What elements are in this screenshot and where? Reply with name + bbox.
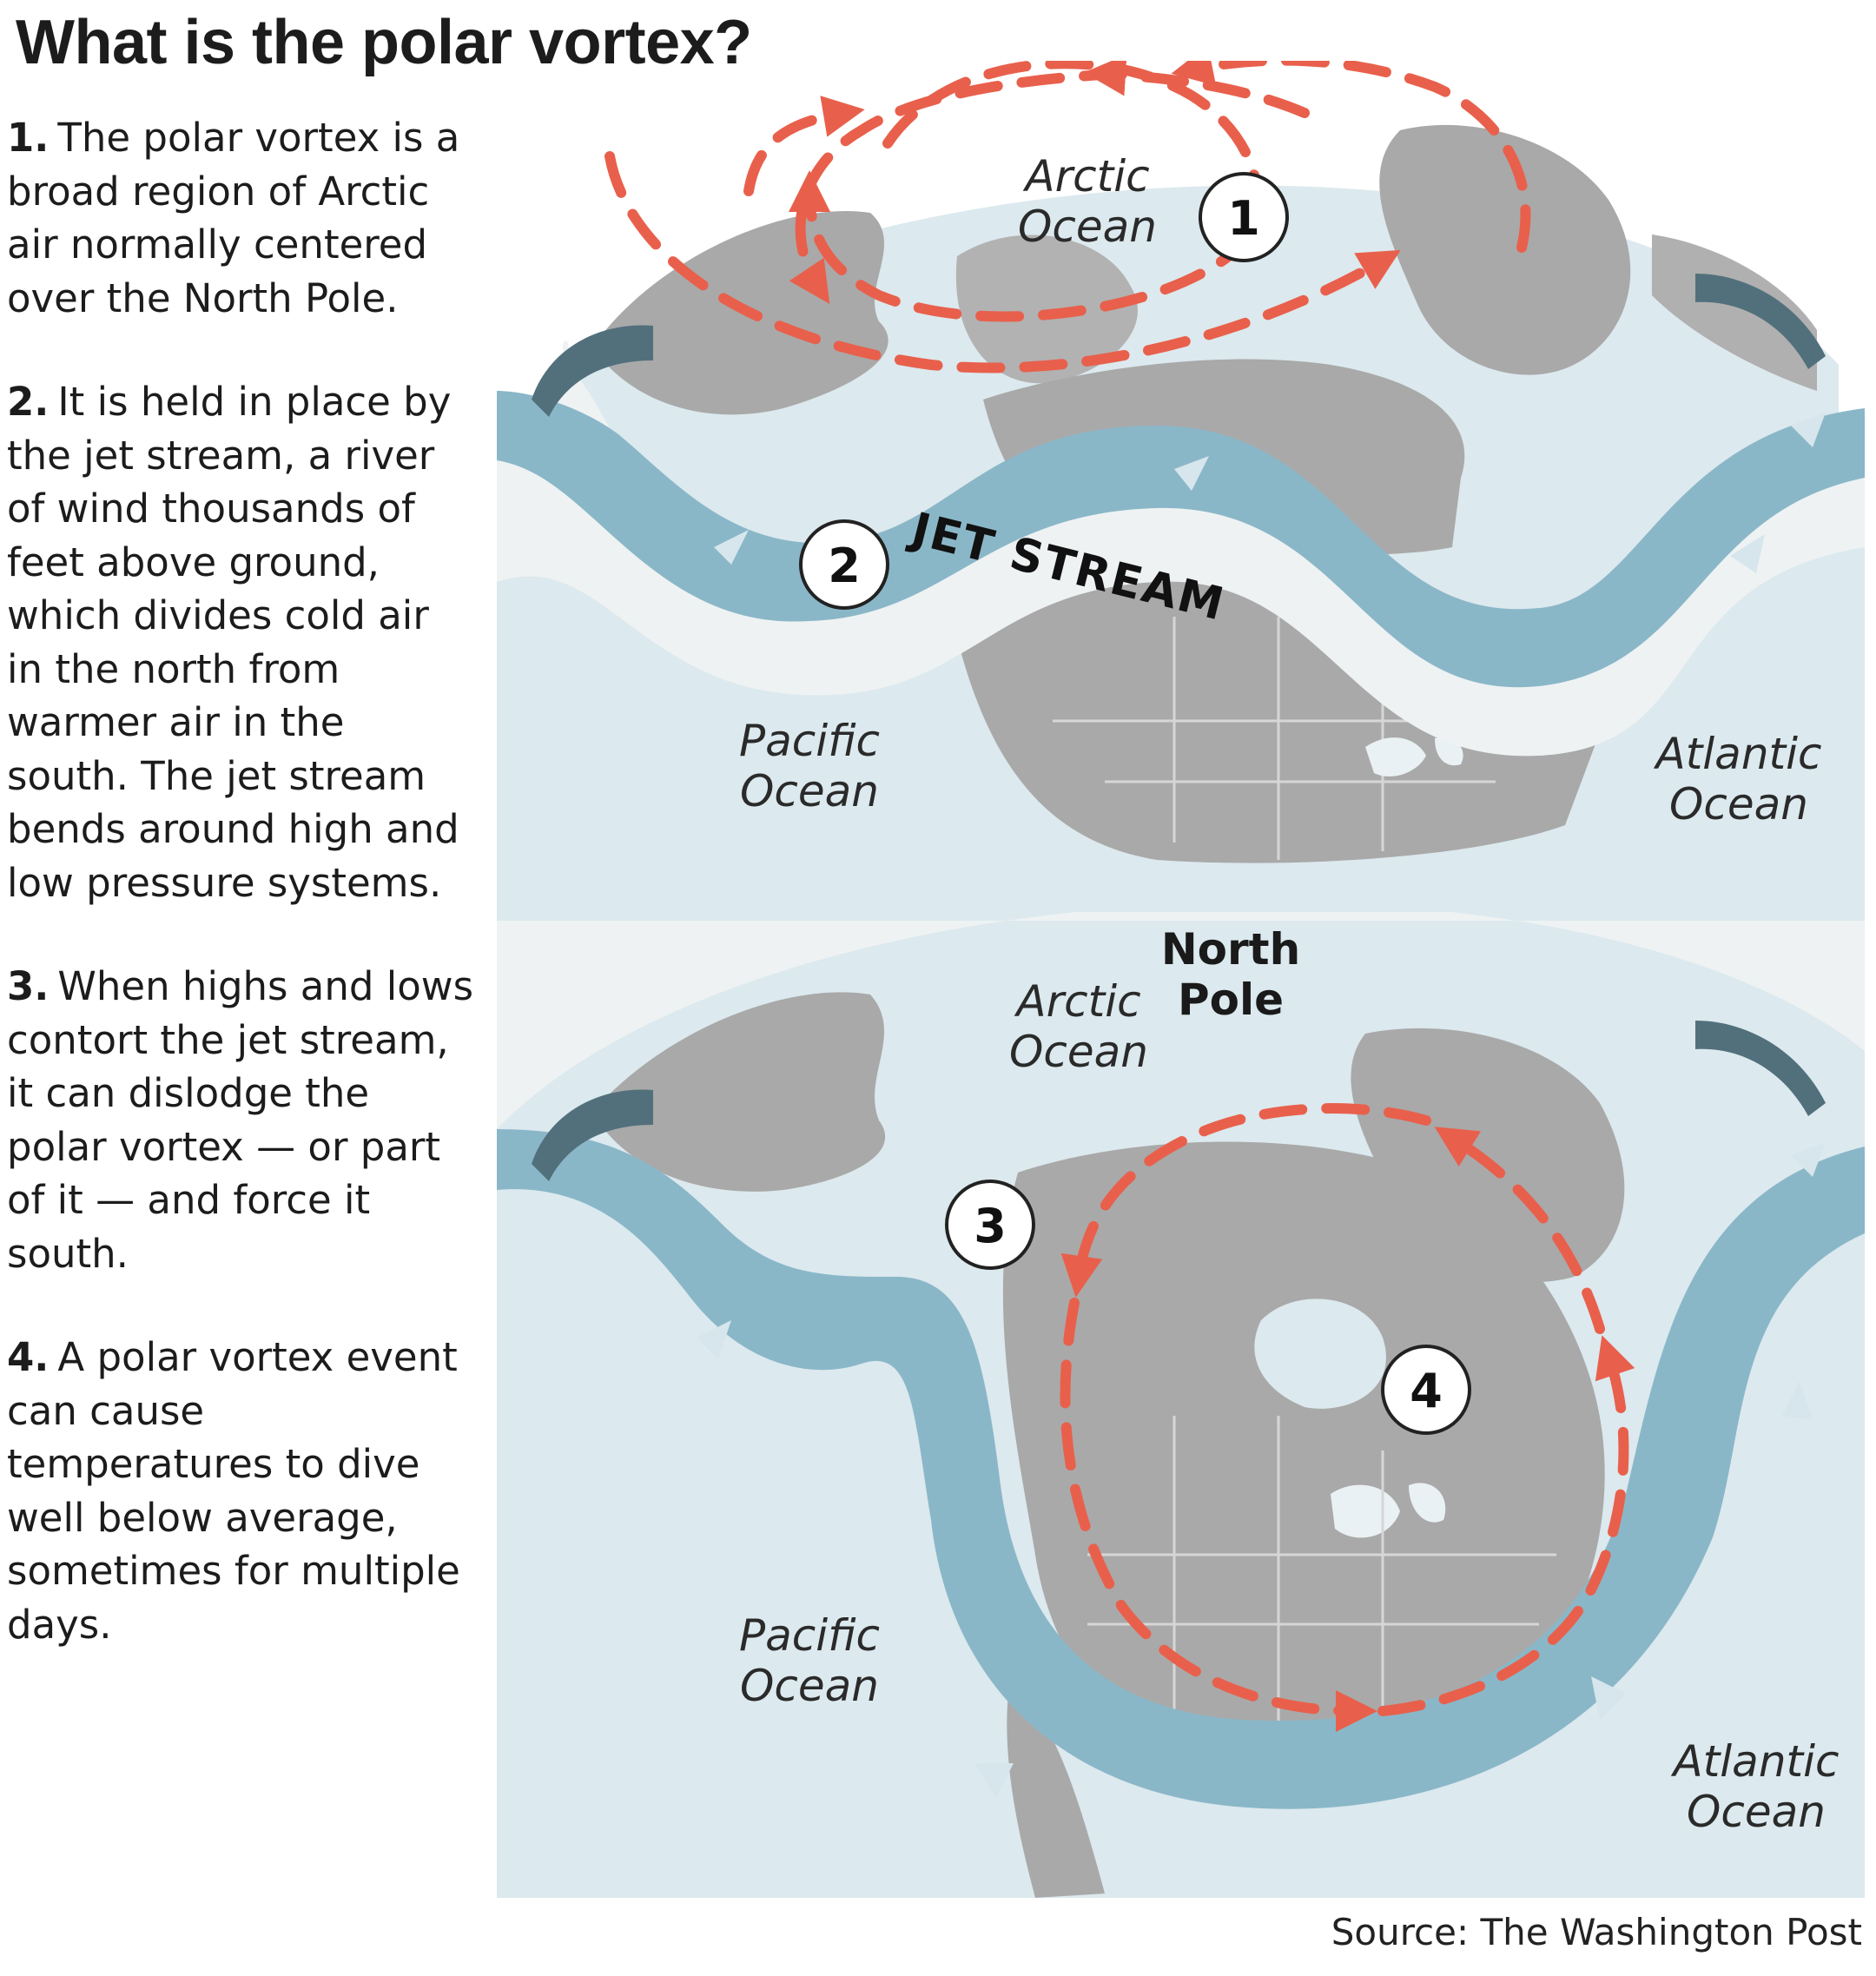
atlantic-ocean-label-top: Ocean xyxy=(1669,779,1808,829)
pacific-ocean-label-bottom: Pacific xyxy=(739,1610,880,1661)
badge-1 xyxy=(1199,172,1289,262)
arctic-ocean-label-top: Arctic xyxy=(1022,151,1149,202)
globe-rim xyxy=(497,912,1865,1129)
land-siberia xyxy=(592,992,886,1192)
jet-stream-edge xyxy=(497,340,1865,757)
jet-stream-band xyxy=(497,391,1865,688)
badge-3 xyxy=(945,1180,1035,1270)
vortex-arrow-left-down xyxy=(1060,1298,1377,1732)
source-credit: Source: The Washington Post xyxy=(1331,1911,1862,1953)
jet-stream-band-deformed xyxy=(497,1129,1865,1809)
vortex-arrow-lower-top xyxy=(604,151,1401,373)
step-2: 2.It is held in place by the jet stream,… xyxy=(7,375,476,909)
step-number: 2. xyxy=(7,379,50,425)
step-text: It is held in place by the jet stream, a… xyxy=(7,379,459,906)
globe-edge-right xyxy=(1695,1021,1826,1116)
step-1: 1.The polar vortex is a broad region of … xyxy=(7,111,476,325)
land-greenland xyxy=(1379,124,1631,375)
vortex-arrow-left-top xyxy=(789,69,1127,304)
step-text: The polar vortex is a broad region of Ar… xyxy=(7,115,460,321)
atlantic-ocean-label-bottom: Atlantic xyxy=(1670,1736,1839,1787)
pacific-ocean-label-bottom: Ocean xyxy=(740,1661,879,1711)
badge-2 xyxy=(799,519,889,610)
globe-edge-left xyxy=(532,1089,653,1181)
step-text: A polar vortex event can cause temperatu… xyxy=(7,1334,460,1648)
step-text: When highs and lows contort the jet stre… xyxy=(7,963,474,1277)
borders xyxy=(1053,617,1539,860)
globe-edge-right xyxy=(1695,274,1826,369)
badge-4 xyxy=(1381,1345,1471,1435)
arctic-ocean-label-top: Ocean xyxy=(1018,202,1157,252)
steps-list: 1.The polar vortex is a broad region of … xyxy=(7,111,476,1702)
north-pole-label: Pole xyxy=(1178,975,1284,1025)
great-lakes xyxy=(1331,1483,1446,1538)
vortex-arrow-top-right xyxy=(1434,1127,1605,1334)
step-4: 4.A polar vortex event can cause tempera… xyxy=(7,1331,476,1651)
pacific-ocean-label-top: Ocean xyxy=(740,766,879,816)
atlantic-ocean-label-top: Atlantic xyxy=(1653,729,1821,779)
vortex-arrow-right-top xyxy=(1171,61,1531,253)
step-number: 4. xyxy=(7,1334,50,1380)
land-scandinavia xyxy=(1652,235,1817,391)
arctic-ocean-label-bottom: Arctic xyxy=(1014,976,1140,1027)
pacific-ocean-label-top: Pacific xyxy=(739,716,880,766)
great-lakes xyxy=(1365,737,1463,777)
globe-edge-left xyxy=(532,325,653,417)
atlantic-ocean-label-bottom: Ocean xyxy=(1687,1787,1826,1837)
page-title: What is the polar vortex? xyxy=(16,8,752,77)
north-pole-label: North xyxy=(1161,924,1300,975)
land-island xyxy=(955,235,1138,384)
badge-1-number: 1 xyxy=(1227,191,1260,246)
badge-4-number: 4 xyxy=(1410,1364,1443,1418)
vortex-arrow-top-left xyxy=(1060,1103,1431,1298)
hudson-bay xyxy=(1254,1299,1386,1409)
bottom-map-panel: North Pole Arctic Ocean Pacific Ocean At… xyxy=(497,912,1865,1898)
step-number: 3. xyxy=(7,963,50,1009)
arctic-ocean-label-bottom: Ocean xyxy=(1009,1027,1148,1077)
top-map-panel: Arctic Ocean Pacific Ocean Atlantic Ocea… xyxy=(497,61,1865,921)
polar-vortex-diagram: Arctic Ocean Pacific Ocean Atlantic Ocea… xyxy=(497,61,1865,1898)
land-mexico xyxy=(1007,1685,1105,1898)
step-number: 1. xyxy=(7,115,50,161)
land-north-america xyxy=(1002,1141,1605,1770)
borders xyxy=(1087,1416,1556,1763)
badge-3-number: 3 xyxy=(974,1199,1007,1253)
badge-2-number: 2 xyxy=(828,539,861,593)
step-3: 3.When highs and lows contort the jet st… xyxy=(7,960,476,1280)
vortex-arrow-right-up xyxy=(1377,1335,1635,1716)
